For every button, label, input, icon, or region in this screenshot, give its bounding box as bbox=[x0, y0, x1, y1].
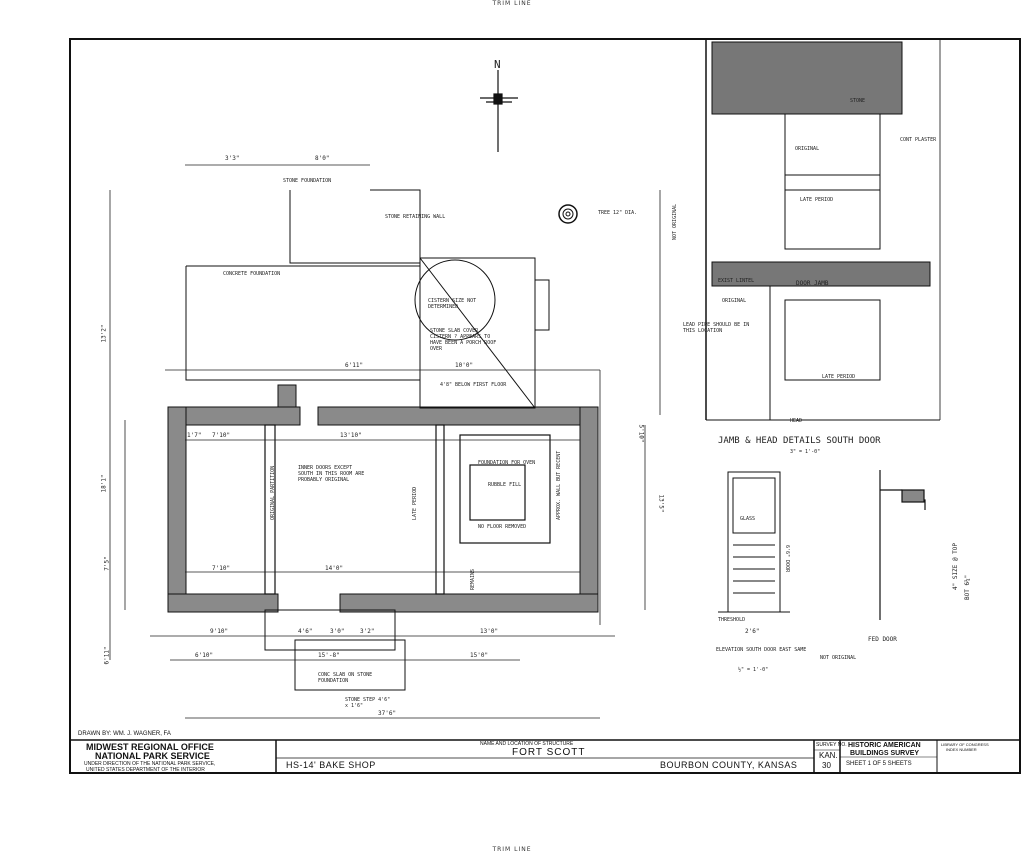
note-not-original: NOT ORIGINAL bbox=[672, 203, 678, 240]
note-original-2: ORIGINAL bbox=[722, 298, 747, 304]
note-approx-wall: APPROX. WALL BUT RECENT bbox=[556, 450, 562, 520]
note-size-bot: BOT 6¼" bbox=[964, 574, 971, 600]
note-not-original-2: NOT ORIGINAL bbox=[820, 655, 857, 661]
north-label: N bbox=[494, 58, 501, 71]
county: BOURBON COUNTY, KANSAS bbox=[660, 760, 798, 770]
survey-no-label: SURVEY NO. bbox=[816, 742, 847, 748]
dim-15-0: 15'0" bbox=[470, 652, 489, 659]
foundation-outlines bbox=[185, 189, 550, 691]
note-rubble-fill: RUBBLE FILL bbox=[488, 482, 522, 488]
sheet-border-outer bbox=[69, 38, 1021, 774]
note-late-period-2: LATE PERIOD bbox=[822, 374, 856, 380]
dim-13-2: 13'2" bbox=[100, 324, 108, 343]
note-lead-pipe: LEAD PIPE SHOULD BE IN THIS LOCATION bbox=[683, 322, 750, 334]
note-fed-door: FED DOOR bbox=[868, 636, 897, 643]
habs-line-1: HISTORIC AMERICAN bbox=[848, 742, 921, 749]
dim-7-10-bottom: 7'10" bbox=[212, 565, 231, 572]
office-line-2: NATIONAL PARK SERVICE bbox=[95, 751, 210, 761]
note-conc-slab: CONC SLAB ON STONE FOUNDATION bbox=[318, 672, 373, 684]
trim-line-top: TRIM LINE bbox=[492, 0, 532, 7]
note-stone-foundation: STONE FOUNDATION bbox=[283, 178, 332, 184]
dim-3-2: 3'2" bbox=[360, 628, 375, 635]
door-section-profile bbox=[879, 470, 926, 620]
note-original-partition: ORIGINAL PARTITION bbox=[270, 465, 276, 520]
dim-13-5: 13'5" bbox=[657, 494, 665, 513]
note-stone: STONE bbox=[850, 98, 866, 104]
dim-3-0: 3'0" bbox=[330, 628, 345, 635]
dim-6-11: 6'11" bbox=[345, 362, 364, 369]
note-below-first-floor: 4'8" BELOW FIRST FLOOR bbox=[440, 382, 507, 388]
dimension-lines bbox=[109, 164, 661, 719]
note-late-period-detail: LATE PERIOD bbox=[800, 197, 834, 203]
name-location-label: NAME AND LOCATION OF STRUCTURE bbox=[480, 741, 574, 747]
sheet-info: SHEET 1 OF 5 SHEETS bbox=[846, 761, 912, 767]
dim-9-10: 9'10" bbox=[210, 628, 229, 635]
note-head: HEAD bbox=[790, 418, 803, 424]
dim-37-6: 37'6" bbox=[378, 710, 397, 717]
note-original: ORIGINAL bbox=[795, 146, 820, 152]
note-door-width: 2'6" bbox=[745, 628, 760, 635]
note-no-floor: NO FLOOR REMOVED bbox=[478, 524, 527, 530]
note-foundation-for-oven: FOUNDATION FOR OVEN bbox=[478, 460, 536, 466]
habs-line-2: BUILDINGS SURVEY bbox=[850, 750, 920, 757]
dim-7-10-top: 7'10" bbox=[212, 432, 231, 439]
note-inner-doors: INNER DOORS EXCEPT SOUTH IN THIS ROOM AR… bbox=[298, 465, 365, 483]
tree-icon bbox=[558, 204, 578, 224]
note-door-jamb: DOOR JAMB bbox=[796, 280, 829, 287]
note-cistern: CISTERN SIZE NOT DETERMINED bbox=[428, 298, 477, 310]
jamb-head-title: JAMB & HEAD DETAILS SOUTH DOOR bbox=[718, 436, 881, 446]
note-size-top: 4" SIZE @ TOP bbox=[952, 543, 959, 590]
dim-7-5: 7'5" bbox=[103, 556, 111, 571]
dim-13-0: 13'0" bbox=[480, 628, 499, 635]
note-exist-lintel: EXIST LINTEL bbox=[718, 278, 755, 284]
building-name: HS-14' BAKE SHOP bbox=[286, 760, 376, 770]
dim-4-6: 4'6" bbox=[298, 628, 313, 635]
drawn-by: DRAWN BY: WM. J. WAGNER, FA bbox=[78, 731, 171, 737]
note-glass: GLASS bbox=[740, 516, 756, 522]
dim-14-0: 14'0" bbox=[325, 565, 344, 572]
dim-6-11-left: 6'11" bbox=[103, 646, 111, 665]
note-stone-step: STONE STEP 4'6" x 1'6" bbox=[345, 697, 391, 709]
jamb-head-scale: 3" = 1'-0" bbox=[790, 449, 821, 455]
dim-13-10: 13'10" bbox=[340, 432, 362, 439]
dim-1-7: 1'7" bbox=[187, 432, 202, 439]
dim-5-10: 5'10" bbox=[637, 424, 645, 443]
office-line-1: MIDWEST REGIONAL OFFICE bbox=[86, 742, 214, 752]
elevation-title: ELEVATION SOUTH DOOR EAST SAME bbox=[716, 647, 807, 653]
library-line-1: LIBRARY OF CONGRESS bbox=[941, 742, 989, 747]
note-threshold: THRESHOLD bbox=[718, 617, 746, 623]
door-elevation bbox=[718, 471, 790, 613]
note-slab: STONE SLAB COVER CISTERN ? APPEARS TO HA… bbox=[430, 328, 497, 352]
note-late-period: LATE PERIOD bbox=[412, 486, 418, 520]
note-cont-plaster: CONT PLASTER bbox=[900, 137, 937, 143]
structure-name: FORT SCOTT bbox=[512, 747, 586, 758]
office-line-3: UNDER DIRECTION OF THE NATIONAL PARK SER… bbox=[84, 761, 216, 767]
north-arrow-icon bbox=[480, 70, 518, 152]
note-tree: TREE 12" DIA. bbox=[598, 210, 638, 216]
inner-partitions bbox=[264, 424, 551, 595]
survey-state: KAN. bbox=[819, 751, 838, 760]
note-stone-retaining-wall: STONE RETAINING WALL bbox=[385, 214, 446, 220]
floor-plan-walls bbox=[167, 384, 599, 613]
note-remains: REMAINS bbox=[470, 568, 476, 590]
office-line-4: UNITED STATES DEPARTMENT OF THE INTERIOR bbox=[86, 767, 205, 773]
elevation-scale: ½" = 1'-0" bbox=[738, 667, 769, 673]
dim-3-3: 3'3" bbox=[225, 155, 240, 162]
survey-number: 30 bbox=[822, 761, 831, 770]
dim-15-8: 15'-8" bbox=[318, 652, 340, 659]
trim-line-bottom: TRIM LINE bbox=[492, 846, 532, 853]
dim-6-10: 6'10" bbox=[195, 652, 214, 659]
note-concrete-foundation: CONCRETE FOUNDATION bbox=[223, 271, 281, 277]
dim-18-1: 18'1" bbox=[100, 474, 108, 493]
note-door-height: 6'6" DOOR bbox=[784, 545, 790, 573]
jamb-detail-top bbox=[711, 41, 931, 420]
dim-10-0: 10'0" bbox=[455, 362, 474, 369]
library-line-2: INDEX NUMBER bbox=[946, 747, 977, 752]
dim-8-0: 8'0" bbox=[315, 155, 330, 162]
